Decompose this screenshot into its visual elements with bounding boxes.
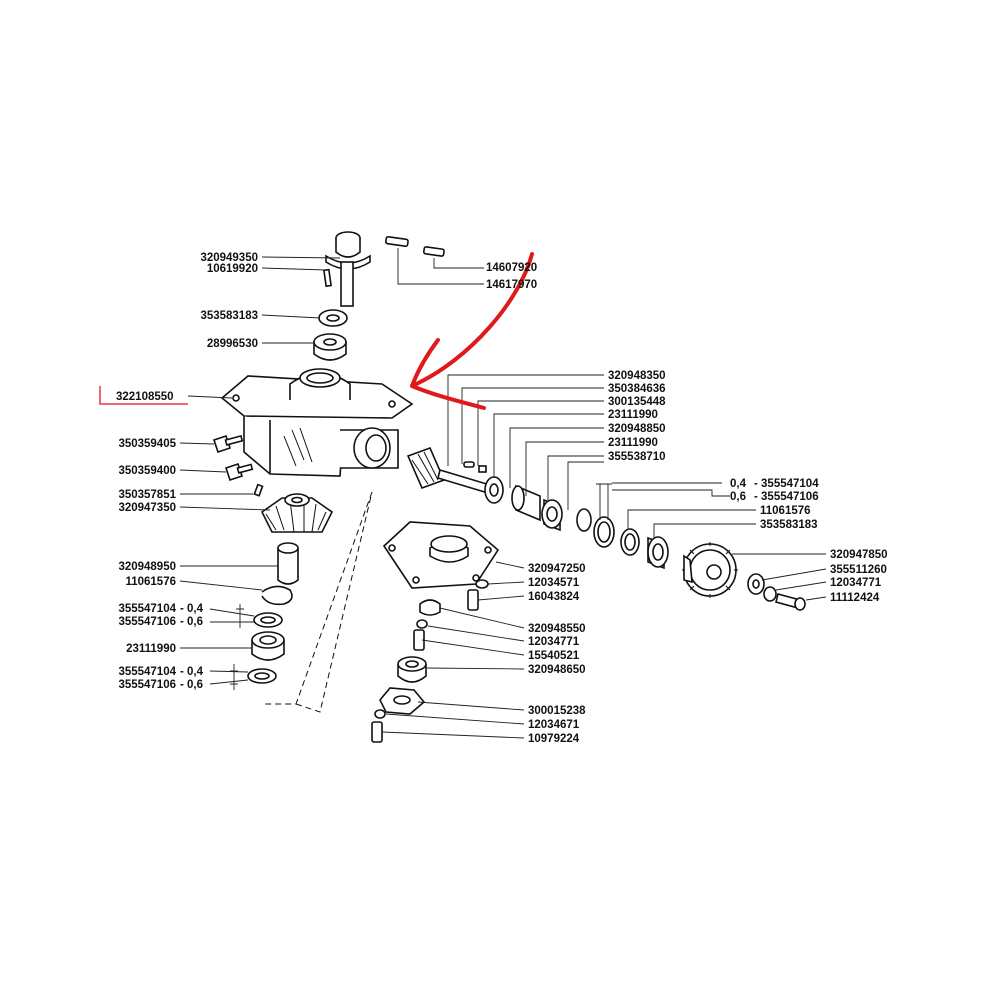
left-column-rings [247, 585, 293, 684]
split-collar [318, 309, 348, 327]
label-11061576-left: 11061576 [125, 576, 176, 588]
label-23111990-left: 23111990 [126, 643, 176, 655]
sprocket [682, 542, 738, 598]
label-23111990-right-b: 23111990 [608, 437, 658, 449]
cover-fasteners [413, 579, 489, 651]
label-thickness-06-upper: - 0,6 [180, 616, 203, 628]
dashed-assembly-line [262, 491, 373, 713]
label-320947350: 320947350 [118, 502, 176, 514]
label-thickness-06-right: 0,6 [730, 491, 746, 503]
top-shaft-knob [323, 231, 371, 307]
label-350357851: 350357851 [118, 489, 176, 501]
highlight-overlay [99, 252, 534, 410]
label-350359400: 350359400 [118, 465, 176, 477]
small-gear-ring [313, 333, 347, 361]
label-355547106-right: - 355547106 [754, 491, 819, 503]
label-353583183-right: 353583183 [760, 519, 818, 531]
label-320948950: 320948950 [118, 561, 176, 573]
label-355511260: 355511260 [830, 564, 887, 576]
label-12034771-middle: 12034771 [528, 636, 580, 648]
label-highlight-box [99, 386, 188, 405]
label-320948850: 320948850 [608, 423, 666, 435]
label-353583183-top: 353583183 [200, 310, 258, 322]
part-number-labels: 320949350 10619920 14607920 14617970 353… [116, 252, 888, 745]
horizontal-shaft-parts [484, 476, 669, 570]
cover-plate [382, 521, 500, 589]
label-355547104-right: - 355547104 [754, 478, 819, 490]
label-23111990-right-a: 23111990 [608, 409, 658, 421]
bottom-seal-cap [371, 656, 427, 743]
label-355547104-upper: 355547104 [118, 603, 176, 615]
label-thickness-04-right: 0,4 [730, 478, 747, 490]
label-thickness-04-upper: - 0,4 [180, 603, 204, 615]
label-300135448: 300135448 [608, 396, 666, 408]
gearbox-housing [220, 368, 414, 477]
label-14617970: 14617970 [486, 279, 537, 291]
label-300015238: 300015238 [528, 705, 586, 717]
label-320948550: 320948550 [528, 623, 586, 635]
label-320947850: 320947850 [830, 549, 888, 561]
label-355538710: 355538710 [608, 451, 666, 463]
leader-lines [179, 248, 827, 739]
label-10979224: 10979224 [528, 733, 580, 745]
label-thickness-04-lower: - 0,4 [180, 666, 204, 678]
label-12034771-right: 12034771 [830, 577, 882, 589]
pins-top [385, 235, 445, 257]
label-28996530: 28996530 [207, 338, 258, 350]
label-16043824: 16043824 [528, 591, 580, 603]
label-350384636: 350384636 [608, 383, 666, 395]
label-11112424: 11112424 [830, 592, 880, 604]
red-arrow-icon [410, 252, 534, 410]
label-355547106-upper: 355547106 [118, 616, 176, 628]
end-fasteners [747, 573, 806, 611]
label-12034571: 12034571 [528, 577, 580, 589]
spacer-tube [277, 542, 299, 585]
label-thickness-06-lower: - 0,6 [180, 679, 203, 691]
label-10619920: 10619920 [207, 263, 258, 275]
label-320948350: 320948350 [608, 370, 666, 382]
bevel-gear [260, 493, 334, 533]
label-15540521: 15540521 [528, 650, 580, 662]
label-320949350: 320949350 [200, 252, 258, 264]
label-320948650: 320948650 [528, 664, 586, 676]
parts-drawing [212, 231, 806, 743]
label-12034671: 12034671 [528, 719, 580, 731]
label-11061576-right: 11061576 [760, 505, 811, 517]
housing-bolts [212, 434, 264, 497]
label-355547106-lower: 355547106 [118, 679, 176, 691]
label-322108550-highlighted: 322108550 [116, 391, 174, 403]
label-14607920: 14607920 [486, 262, 537, 274]
label-355547104-lower: 355547104 [118, 666, 176, 678]
label-320947250: 320947250 [528, 563, 586, 575]
label-350359405: 350359405 [118, 438, 176, 450]
